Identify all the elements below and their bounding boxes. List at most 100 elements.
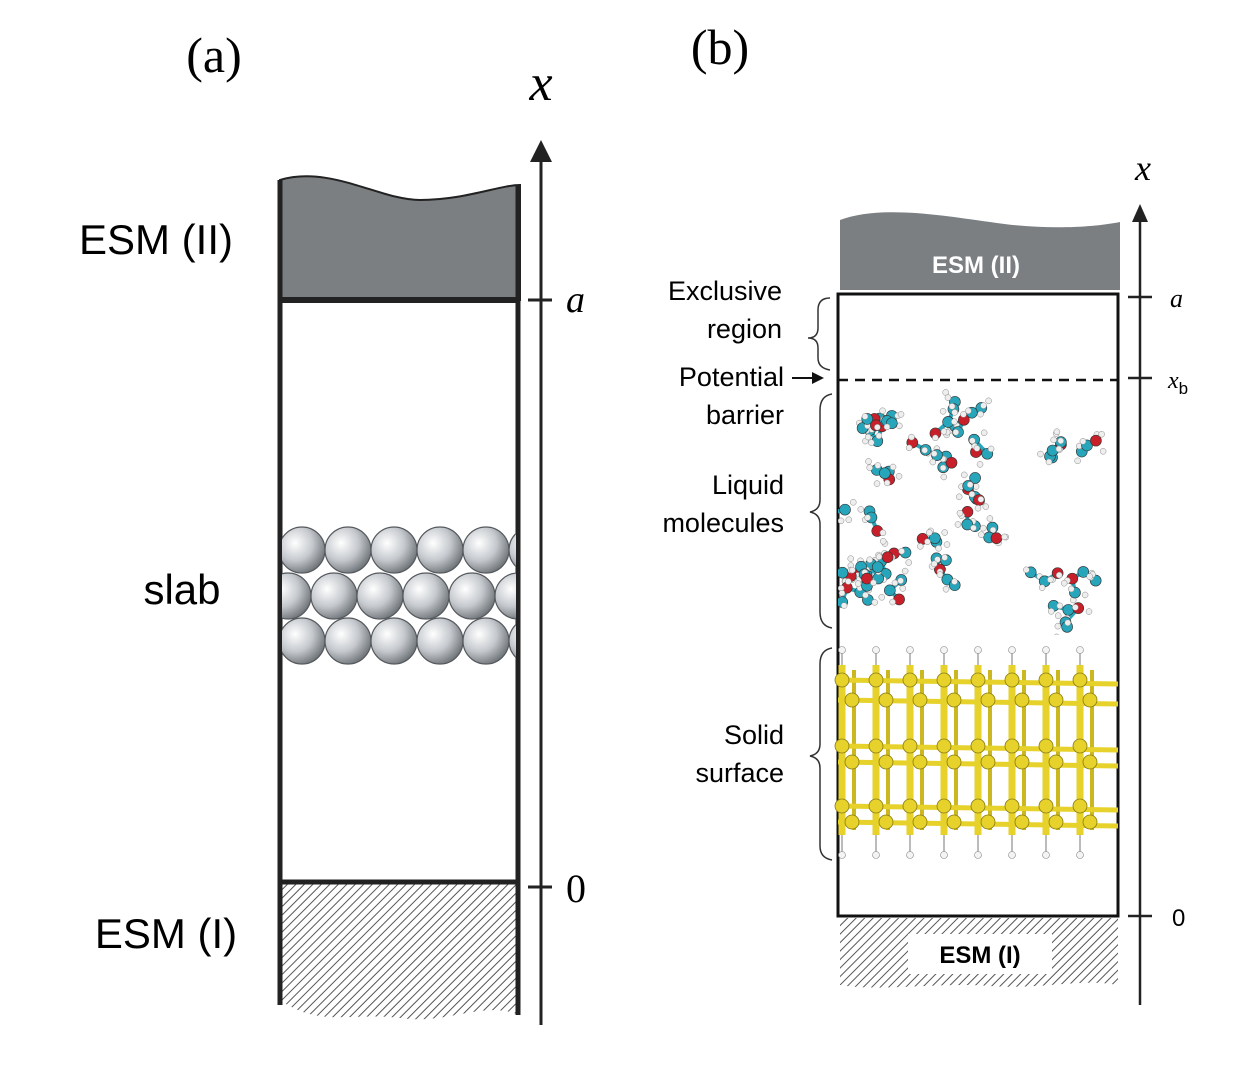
hydrogen-atom (955, 493, 963, 501)
hydrogen-atom (940, 428, 948, 435)
esm-i-label-b: ESM (I) (939, 942, 1020, 969)
hydrogen-atom (987, 445, 995, 453)
surface-hydrogen (1008, 851, 1016, 859)
solid-atom (1038, 738, 1054, 754)
hydrogen-atom (899, 585, 907, 592)
hydrogen-atom (866, 556, 873, 563)
solid-atom (946, 754, 962, 770)
hydrogen-atom (866, 464, 873, 471)
hydrogen-atom (951, 409, 958, 416)
hydrogen-atom (942, 586, 950, 593)
solid-atom (912, 692, 928, 708)
hydrogen-atom (878, 594, 886, 601)
tick-0-label-b: 0 (1172, 905, 1185, 932)
solid-atom (834, 738, 850, 754)
solid-atom (868, 672, 884, 688)
hydrogen-atom (898, 547, 905, 555)
hydrogen-atom (870, 579, 877, 587)
hydrogen-atom (978, 531, 985, 538)
oxygen-atom (861, 572, 873, 585)
hydrogen-atom (854, 580, 862, 587)
hydrogen-atom (941, 554, 948, 561)
hydrogen-atom (921, 446, 928, 454)
hydrogen-atom (951, 418, 958, 425)
hydrogen-atom (1047, 576, 1054, 583)
exclusive-region-label-1: Exclusive (668, 276, 782, 306)
hydrogen-atom (875, 553, 883, 560)
slab-atom (310, 572, 358, 620)
esm-ii-region-b (840, 212, 1120, 290)
solid-atom (1014, 754, 1030, 770)
surface-hydrogen (906, 851, 914, 859)
surface-hydrogen (906, 646, 914, 654)
solid-brace (809, 647, 833, 861)
solid-atom (844, 692, 860, 708)
carbon-atom (879, 467, 891, 480)
hydrogen-atom (868, 439, 875, 446)
hydrogen-atom (969, 437, 976, 445)
hydrogen-atom (862, 591, 869, 599)
oxygen-atom (1090, 434, 1102, 447)
slab-atom (282, 572, 312, 620)
slab-atom (324, 617, 372, 665)
oxygen-atom (881, 551, 894, 563)
solid-atom (1004, 738, 1020, 754)
hydrogen-atom (879, 538, 887, 545)
slab-atom (508, 532, 516, 568)
hydrogen-atom (850, 499, 857, 506)
solid-atom (844, 814, 860, 830)
hydrogen-atom (985, 397, 992, 405)
carbon-atom (969, 472, 981, 484)
hydrogen-atom (865, 458, 872, 465)
hydrogen-atom (1099, 448, 1107, 455)
hydrogen-atom (1074, 457, 1081, 465)
solid-atom (980, 814, 996, 830)
tick-0-label-a: 0 (566, 866, 586, 911)
hydrogen-atom (977, 410, 984, 418)
oxygen-atom (990, 532, 1003, 545)
slab-atom (282, 526, 326, 574)
potential-barrier-label-2: barrier (706, 400, 784, 430)
hydrogen-atom (968, 490, 976, 498)
surface-hydrogen (1076, 851, 1084, 859)
solid-atom (1048, 754, 1064, 770)
carbon-atom (961, 518, 974, 531)
surface-hydrogen (1008, 646, 1016, 654)
hydrogen-atom (874, 462, 882, 469)
slab-atom (402, 572, 450, 620)
surface-hydrogen (1076, 646, 1084, 654)
hydrogen-atom (805, 498, 811, 504)
hydrogen-atom (874, 424, 881, 431)
solid-atom (936, 672, 952, 688)
hydrogen-atom (948, 403, 956, 410)
axis-b-label: x (1134, 148, 1151, 188)
solid-atom (1082, 814, 1098, 830)
solid-atom (902, 738, 918, 754)
solid-atom (1048, 692, 1064, 708)
liquid-molecules (805, 389, 1107, 635)
hydrogen-atom (934, 556, 941, 563)
hydrogen-atom (861, 413, 869, 420)
solid-atom (980, 754, 996, 770)
hydrogen-atom (1068, 585, 1075, 593)
hydrogen-atom (845, 578, 852, 585)
esm-ii-region-a (279, 175, 521, 301)
slab-atom (508, 623, 516, 659)
esm-ii-label-a: ESM (II) (79, 216, 233, 263)
slab-atom (494, 572, 516, 620)
panel-b-label: (b) (691, 19, 749, 75)
solid-atom (878, 692, 894, 708)
slab-atom (370, 526, 418, 574)
hydrogen-atom (965, 407, 972, 415)
hydrogen-atom (982, 503, 990, 510)
carbon-atom (825, 508, 836, 519)
hydrogen-atom (1023, 566, 1030, 574)
hydrogen-atom (845, 516, 853, 524)
hydrogen-atom (970, 524, 977, 532)
hydrogen-atom (973, 445, 981, 452)
oxygen-atom (813, 495, 824, 506)
tick-xb-label: xb (1167, 368, 1188, 398)
solid-atom (868, 798, 884, 814)
oxygen-atom (945, 456, 958, 469)
